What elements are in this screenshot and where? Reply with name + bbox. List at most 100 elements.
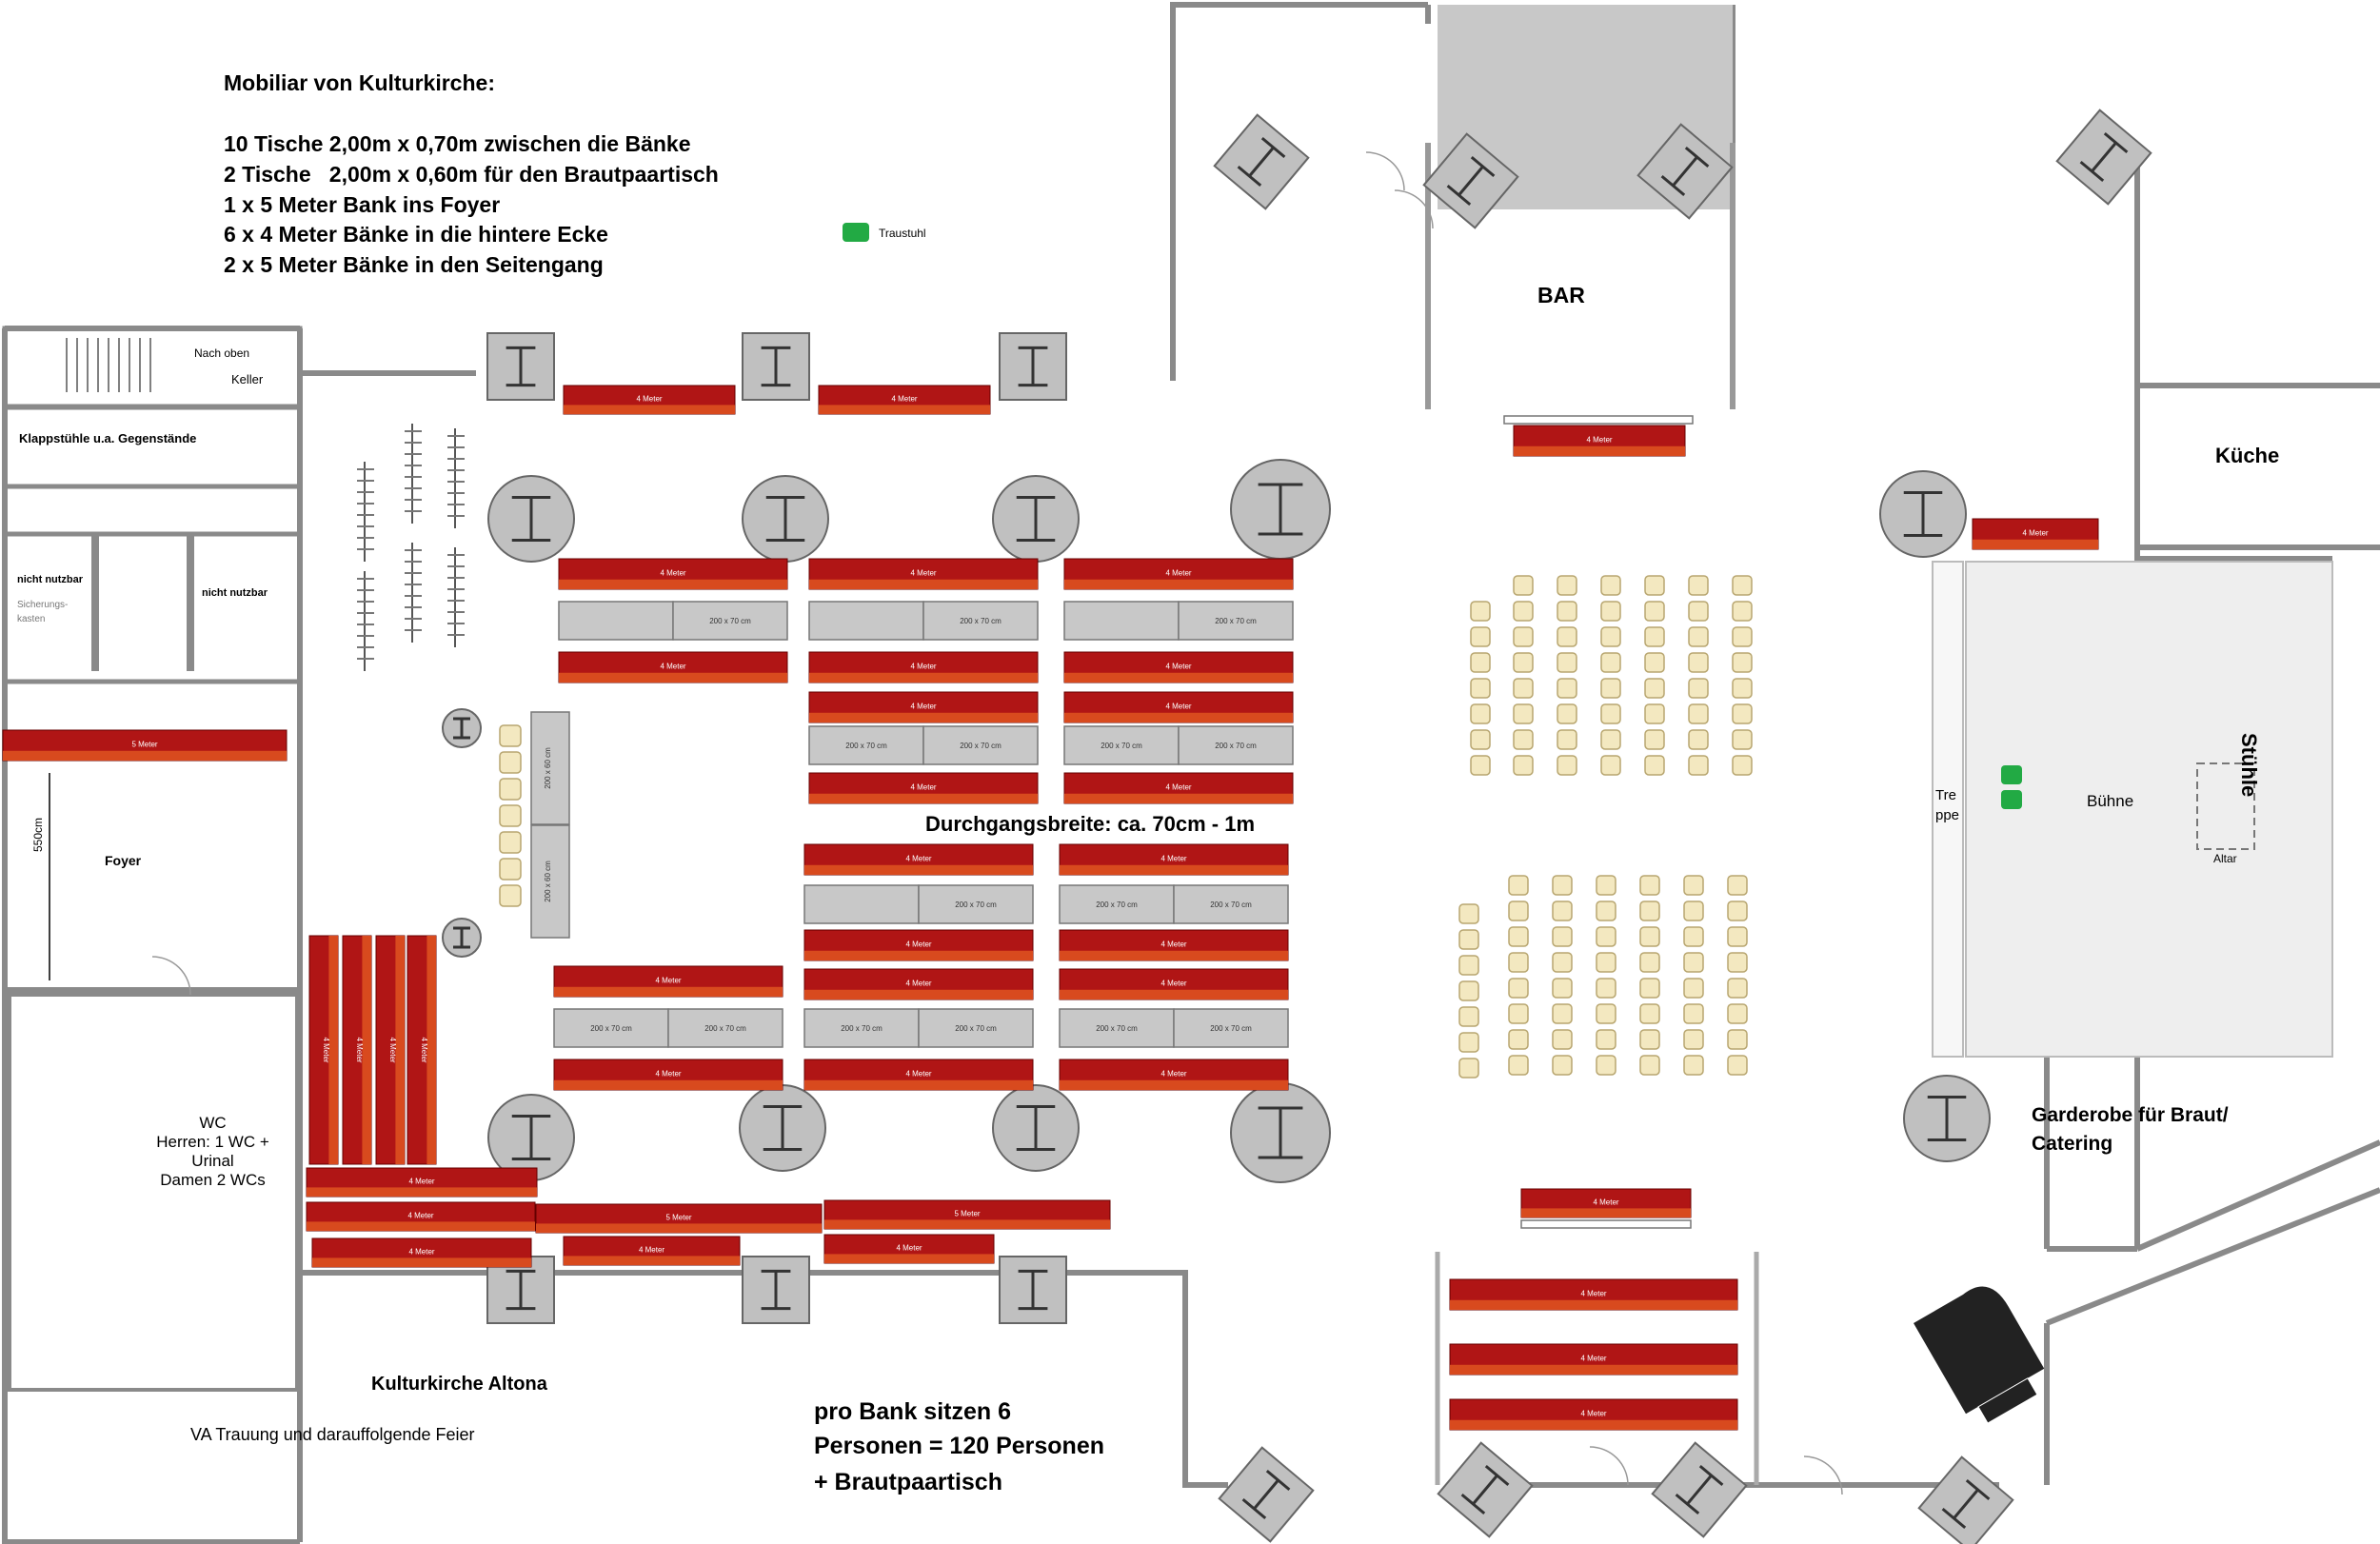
chair — [1508, 1055, 1529, 1076]
pillar-square — [742, 1256, 810, 1324]
bench-label: 4 Meter — [388, 1037, 397, 1062]
chair — [1596, 901, 1616, 921]
chair — [1639, 926, 1660, 947]
chair — [1727, 926, 1748, 947]
chair — [1596, 1055, 1616, 1076]
chair — [1639, 1029, 1660, 1050]
chair — [499, 858, 522, 881]
pillar-square — [999, 332, 1067, 401]
chair — [1470, 626, 1491, 647]
chair — [1508, 901, 1529, 921]
garderobe-label-1: Garderobe für Braut/ — [2032, 1104, 2229, 1126]
piano-icon — [1914, 1286, 2045, 1424]
bench: 4 Meter — [375, 935, 406, 1165]
chair — [1639, 978, 1660, 999]
bench: 4 Meter — [306, 1167, 538, 1198]
sicherungskasten-label-1: Sicherungs- — [17, 600, 69, 610]
chair — [1557, 652, 1577, 673]
bench-label: 4 Meter — [1160, 980, 1186, 988]
pillars — [442, 109, 2152, 1544]
dimension-550-label: 550cm — [31, 817, 45, 852]
chair — [1458, 903, 1479, 924]
chair — [1508, 875, 1529, 896]
pillar-square — [742, 332, 810, 401]
chair — [1683, 1003, 1704, 1024]
pillar-round — [487, 475, 575, 563]
chair — [1683, 952, 1704, 973]
folding-chair-stack — [447, 428, 465, 528]
table-label: 200 x 70 cm — [1215, 742, 1257, 750]
chair — [1683, 901, 1704, 921]
bench-label: 4 Meter — [905, 940, 931, 949]
bench-label: 4 Meter — [408, 1248, 434, 1257]
pillar-square — [486, 1256, 555, 1324]
chair — [1600, 729, 1621, 750]
bench-label: 5 Meter — [131, 741, 157, 749]
chair — [1683, 978, 1704, 999]
chair — [1552, 901, 1573, 921]
bench-label: 4 Meter — [407, 1212, 433, 1220]
traustuhl-legend-label: Traustuhl — [879, 227, 926, 240]
bench-label: 4 Meter — [1160, 855, 1186, 863]
bench-label: 4 Meter — [1160, 1070, 1186, 1079]
chair — [1552, 875, 1573, 896]
nicht-nutzbar-label-2: nicht nutzbar — [202, 587, 268, 599]
chair — [1513, 729, 1534, 750]
folding-chair-stack — [357, 462, 374, 562]
chair — [499, 804, 522, 827]
table-label: 200 x 70 cm — [841, 1024, 883, 1033]
chair — [1470, 729, 1491, 750]
wall-segment — [2135, 1139, 2380, 1252]
pillar-square — [486, 332, 555, 401]
table-label: 200 x 70 cm — [955, 901, 997, 909]
bench: 4 Meter — [808, 651, 1039, 683]
chair — [1513, 652, 1534, 673]
intro-heading: Mobiliar von Kulturkirche: — [224, 70, 495, 95]
bench-label: 4 Meter — [655, 977, 681, 985]
door-swing — [151, 956, 191, 996]
traustuhl-marker — [2001, 790, 2022, 809]
bench: 4 Meter — [803, 1059, 1034, 1091]
chair — [1683, 875, 1704, 896]
chair — [1557, 729, 1577, 750]
wall-segment — [2045, 1187, 2380, 1326]
bench-label: 4 Meter — [1586, 436, 1612, 445]
bench-label: 4 Meter — [636, 395, 662, 404]
chair — [1470, 601, 1491, 622]
bench: 4 Meter — [563, 1236, 741, 1266]
chair — [1644, 729, 1665, 750]
bench-label: 4 Meter — [1165, 569, 1191, 578]
intro-line-2: 2 Tische 2,00m x 0,60m für den Brautpaar… — [224, 162, 719, 187]
pillar-round — [992, 1084, 1080, 1172]
chair — [1596, 1003, 1616, 1024]
chair — [499, 751, 522, 774]
venue-label: Kulturkirche Altona — [371, 1374, 547, 1395]
stuehle-label: Stühle — [2237, 733, 2261, 798]
pillar-round — [739, 1084, 826, 1172]
bench-label: 4 Meter — [660, 663, 685, 671]
folding-chair-stack — [405, 424, 422, 524]
chair — [499, 778, 522, 801]
bench-label: 5 Meter — [665, 1214, 691, 1222]
door-swing — [1589, 1446, 1629, 1486]
chair — [1600, 652, 1621, 673]
pillar-round — [442, 918, 482, 958]
bench: 4 Meter — [1520, 1188, 1692, 1218]
chair — [1683, 926, 1704, 947]
chair — [499, 831, 522, 854]
chair — [1639, 901, 1660, 921]
chair — [1508, 1029, 1529, 1050]
pillar-square — [1213, 113, 1310, 210]
bench-label: 4 Meter — [639, 1246, 664, 1255]
bench-label: 4 Meter — [910, 663, 936, 671]
door-swing — [1365, 151, 1405, 191]
table: 200 x 70 cm — [803, 884, 1034, 924]
bench: 4 Meter — [306, 1201, 536, 1232]
bench-label: 4 Meter — [910, 783, 936, 792]
bench: 4 Meter — [803, 929, 1034, 961]
table: 200 x 70 cm — [558, 601, 788, 641]
